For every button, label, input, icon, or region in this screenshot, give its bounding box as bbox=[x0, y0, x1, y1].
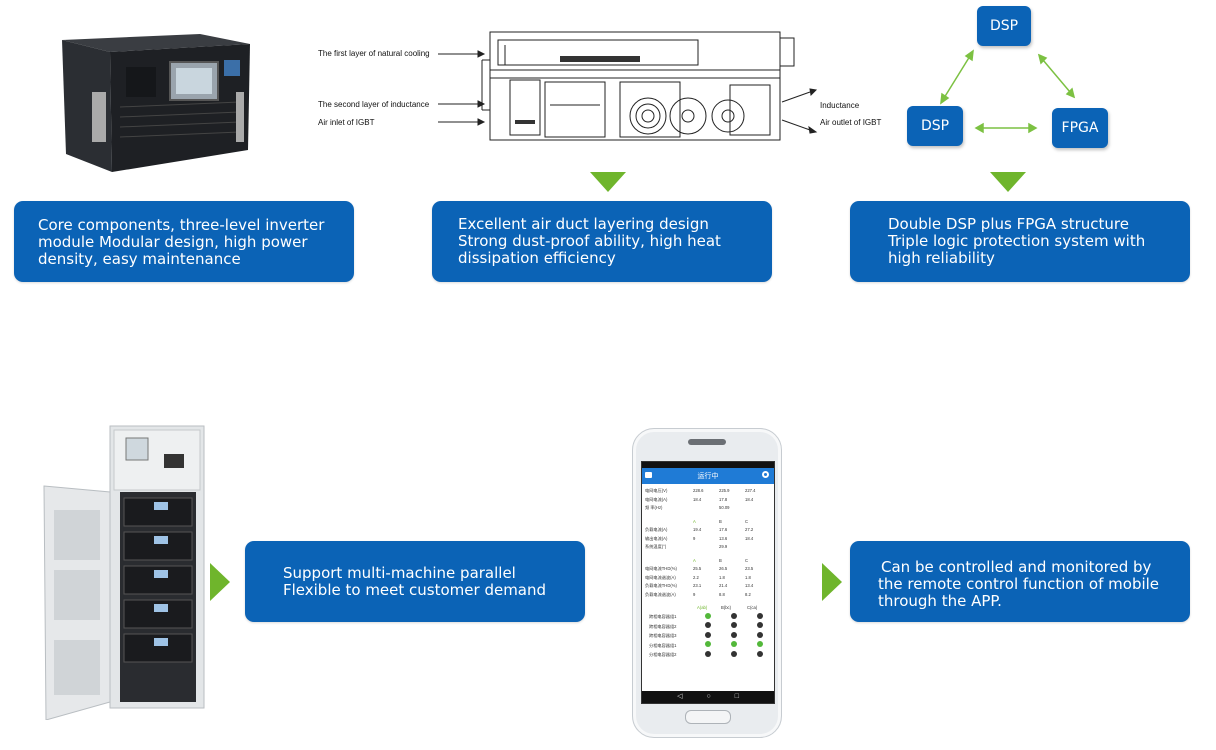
nav-recents-icon[interactable]: □ bbox=[734, 693, 739, 700]
dsp-block-top: DSP bbox=[977, 6, 1031, 46]
card-remote-line-1: Can be controlled and monitored by bbox=[881, 558, 1152, 576]
phone-row: 系统温度(°)29.9 bbox=[645, 544, 728, 549]
phone-status-row: 跨相电容器组3 bbox=[645, 631, 771, 642]
app-title: 运行中 bbox=[697, 472, 719, 480]
nav-back-icon[interactable]: ◁ bbox=[677, 693, 683, 700]
card-core-components: Core components, three-level inverter mo… bbox=[14, 201, 354, 282]
card-parallel: Support multi-machine parallel Flexible … bbox=[245, 541, 585, 622]
label-second-layer: The second layer of inductance bbox=[318, 100, 430, 109]
phone-home-button[interactable] bbox=[685, 710, 731, 724]
phone-status-row: 分相电容器组2 bbox=[645, 650, 771, 661]
card-core-line-1: Core components, three-level inverter bbox=[38, 216, 325, 234]
card-remote-line-3: through the APP. bbox=[878, 592, 1002, 610]
android-nav-bar: ◁ ○ □ bbox=[642, 691, 774, 703]
app-back-icon[interactable] bbox=[645, 472, 652, 478]
card-dsp-line-2: Triple logic protection system with bbox=[888, 232, 1146, 250]
dsp-block-left: DSP bbox=[907, 106, 963, 146]
card-air-duct: Excellent air duct layering design Stron… bbox=[432, 201, 772, 282]
cabinet-image bbox=[40, 420, 210, 721]
card-remote-line-2: the remote control function of mobile bbox=[878, 575, 1160, 593]
phone-col-header: A(ab)B(bc)C(ca) bbox=[697, 605, 758, 610]
air-duct-diagram: The first layer of natural cooling The s… bbox=[310, 20, 890, 155]
card-remote-control: Can be controlled and monitored by the r… bbox=[850, 541, 1190, 622]
down-arrow-1 bbox=[590, 172, 626, 192]
card-dsp-line-1: Double DSP plus FPGA structure bbox=[888, 215, 1129, 233]
phone-speaker bbox=[688, 439, 726, 445]
card-core-line-2: module Modular design, high power bbox=[38, 233, 308, 251]
down-arrow-2 bbox=[990, 172, 1026, 192]
card-parallel-line-2: Flexible to meet customer demand bbox=[283, 581, 547, 599]
phone-status-row: 跨相电容器组2 bbox=[645, 622, 771, 632]
app-header: 运行中 bbox=[642, 468, 774, 484]
card-dsp-line-3: high reliability bbox=[888, 249, 995, 267]
right-arrow-2 bbox=[822, 563, 842, 601]
inverter-module-image bbox=[40, 22, 280, 177]
card-core-line-3: density, easy maintenance bbox=[38, 250, 241, 268]
card-dsp-fpga: Double DSP plus FPGA structure Triple lo… bbox=[850, 201, 1190, 282]
phone-status-row: 分相电容器组1 bbox=[645, 641, 771, 651]
nav-home-icon[interactable]: ○ bbox=[706, 693, 711, 700]
label-first-layer: The first layer of natural cooling bbox=[318, 49, 430, 58]
card-airduct-line-2: Strong dust-proof ability, high heat bbox=[458, 232, 721, 250]
card-airduct-line-1: Excellent air duct layering design bbox=[458, 215, 709, 233]
card-airduct-line-3: dissipation efficiency bbox=[458, 249, 616, 267]
label-inductance: Inductance bbox=[820, 101, 860, 110]
phone-row: 频 率(Hz)50.09 bbox=[645, 505, 730, 510]
label-air-outlet: Air outlet of IGBT bbox=[820, 118, 882, 127]
fpga-block: FPGA bbox=[1052, 108, 1108, 148]
logic-connection-arrows bbox=[940, 49, 1076, 134]
right-arrow-1 bbox=[210, 563, 230, 601]
app-settings-icon[interactable] bbox=[762, 471, 769, 478]
label-air-inlet: Air inlet of IGBT bbox=[318, 118, 375, 127]
phone-status-row: 跨相电容器组1 bbox=[645, 612, 771, 623]
card-parallel-line-1: Support multi-machine parallel bbox=[283, 564, 516, 582]
